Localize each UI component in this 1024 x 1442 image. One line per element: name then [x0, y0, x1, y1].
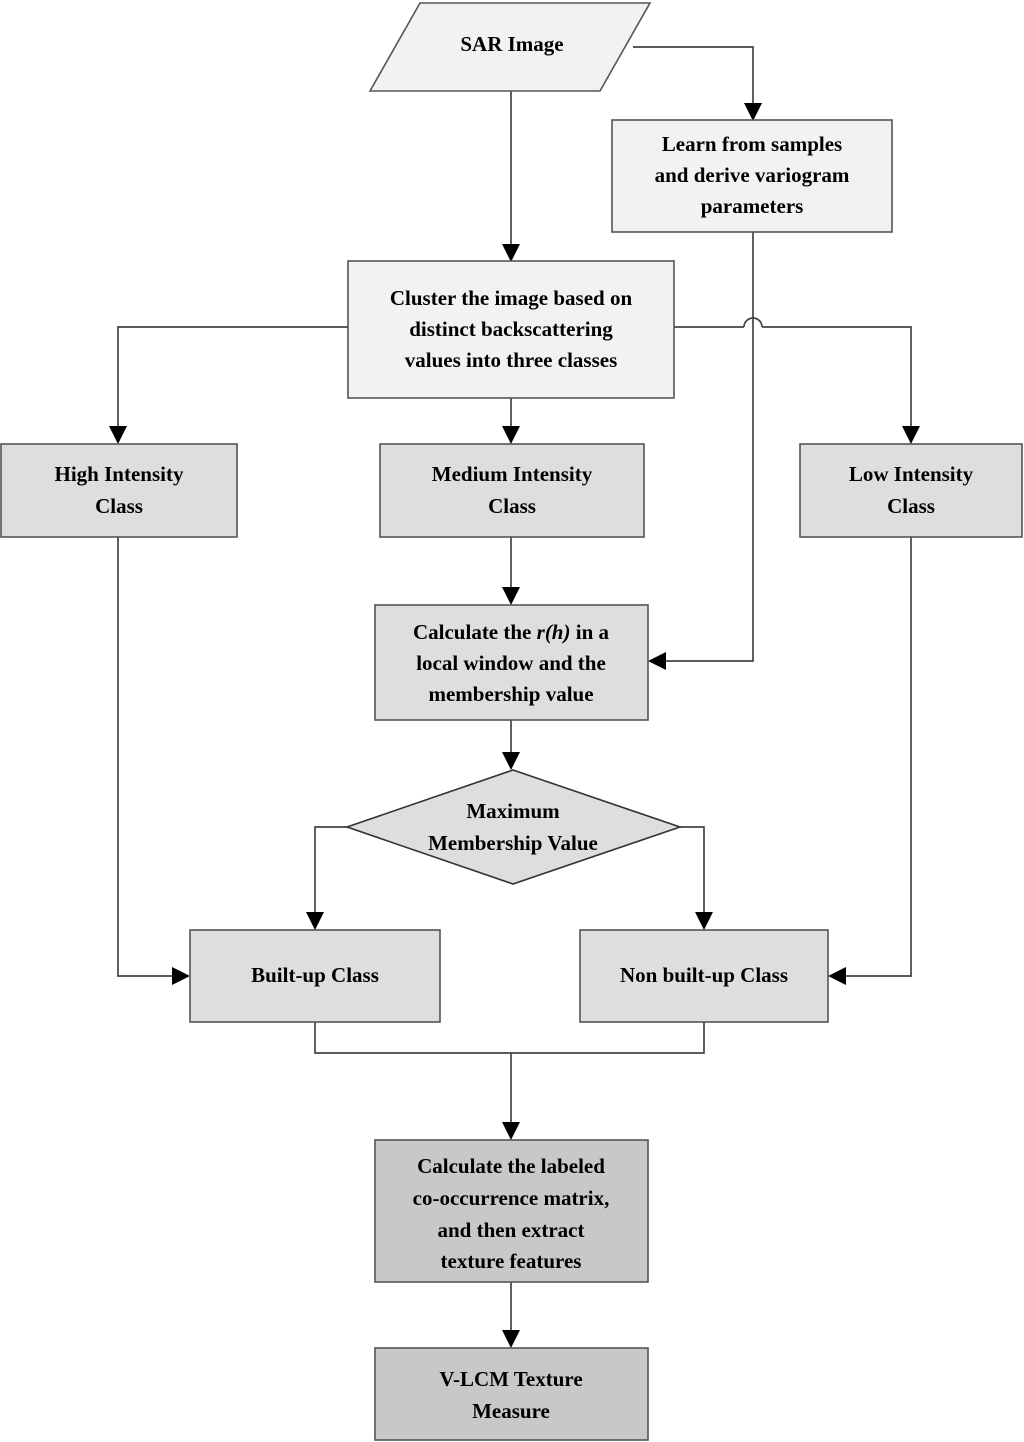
edge-cluster-to-high — [109, 326, 348, 444]
node-low-intensity-label-1: Low Intensity — [849, 462, 974, 486]
node-co-occurrence-label-1: Calculate the labeled — [417, 1154, 605, 1178]
node-low-intensity-class[interactable]: Low Intensity Class — [799, 443, 1023, 538]
edge-learn-to-calculate — [648, 232, 754, 670]
node-built-up-class[interactable]: Built-up Class — [189, 929, 441, 1023]
node-calculate-rh-label-1-pre: Calculate the — [413, 620, 537, 644]
node-high-intensity-label-2: Class — [95, 494, 143, 518]
node-co-occurrence-label-4: texture features — [441, 1249, 582, 1273]
edge-low-to-nonbuiltup — [828, 537, 912, 985]
edge-cluster-to-medium — [502, 398, 520, 444]
node-sar-image-label-1: SAR Image — [460, 32, 563, 56]
node-co-occurrence-label-3: and then extract — [438, 1218, 585, 1242]
edge-cooccurrence-to-vlcm — [502, 1282, 520, 1348]
node-co-occurrence-label-2: co-occurrence matrix, — [413, 1186, 610, 1210]
node-cluster-image-label-1: Cluster the image based on — [390, 286, 633, 310]
edge-sar-to-cluster — [502, 91, 520, 262]
node-built-up-label-1: Built-up Class — [251, 963, 379, 987]
edge-classes-to-cooccurrence — [314, 1022, 705, 1140]
node-max-membership-label-2: Membership Value — [428, 831, 598, 855]
node-learn-variogram-label-3: parameters — [701, 194, 804, 218]
node-non-built-up-label-1: Non built-up Class — [620, 963, 788, 987]
node-calculate-rh-label-2: local window and the — [416, 651, 606, 675]
edge-calculate-to-diamond — [502, 720, 520, 770]
node-calculate-rh-label-1-post: in a — [570, 620, 609, 644]
node-medium-intensity-class[interactable]: Medium Intensity Class — [379, 443, 645, 538]
node-learn-variogram-label-1: Learn from samples — [662, 132, 842, 156]
node-learn-variogram-label-2: and derive variogram — [655, 163, 850, 187]
node-high-intensity-class[interactable]: High Intensity Class — [0, 443, 238, 538]
node-max-membership[interactable]: Maximum Membership Value — [344, 769, 683, 885]
edge-sar-to-learn — [633, 46, 762, 121]
node-high-intensity-label-1: High Intensity — [55, 462, 184, 486]
node-learn-variogram[interactable]: Learn from samples and derive variogram … — [611, 119, 893, 233]
node-low-intensity-label-2: Class — [887, 494, 935, 518]
node-vlcm-label-2: Measure — [472, 1399, 550, 1423]
node-calculate-rh[interactable]: Calculate the r(h) in a local window and… — [374, 604, 649, 721]
edge-cluster-to-low — [674, 317, 920, 444]
node-vlcm-measure[interactable]: V-LCM Texture Measure — [374, 1347, 649, 1441]
node-co-occurrence[interactable]: Calculate the labeled co-occurrence matr… — [374, 1139, 649, 1283]
node-non-built-up-class[interactable]: Non built-up Class — [579, 929, 829, 1023]
node-max-membership-label-1: Maximum — [466, 799, 560, 823]
node-calculate-rh-label-3: membership value — [428, 682, 593, 706]
edge-medium-to-calculate — [502, 537, 520, 605]
node-medium-intensity-label-1: Medium Intensity — [432, 462, 593, 486]
node-cluster-image-label-2: distinct backscattering — [409, 317, 613, 341]
edge-high-to-builtup — [117, 537, 190, 985]
node-vlcm-label-1: V-LCM Texture — [439, 1367, 582, 1391]
node-cluster-image-label-3: values into three classes — [405, 348, 618, 372]
node-calculate-rh-label-1-italic: r(h) — [537, 620, 571, 644]
edge-diamond-to-nonbuiltup — [680, 826, 713, 930]
node-medium-intensity-label-2: Class — [488, 494, 536, 518]
node-cluster-image[interactable]: Cluster the image based on distinct back… — [347, 260, 675, 399]
node-sar-image[interactable]: SAR Image — [368, 2, 652, 92]
edge-diamond-to-builtup — [306, 826, 347, 930]
node-calculate-rh-label-1: Calculate the r(h) in a — [413, 620, 610, 644]
